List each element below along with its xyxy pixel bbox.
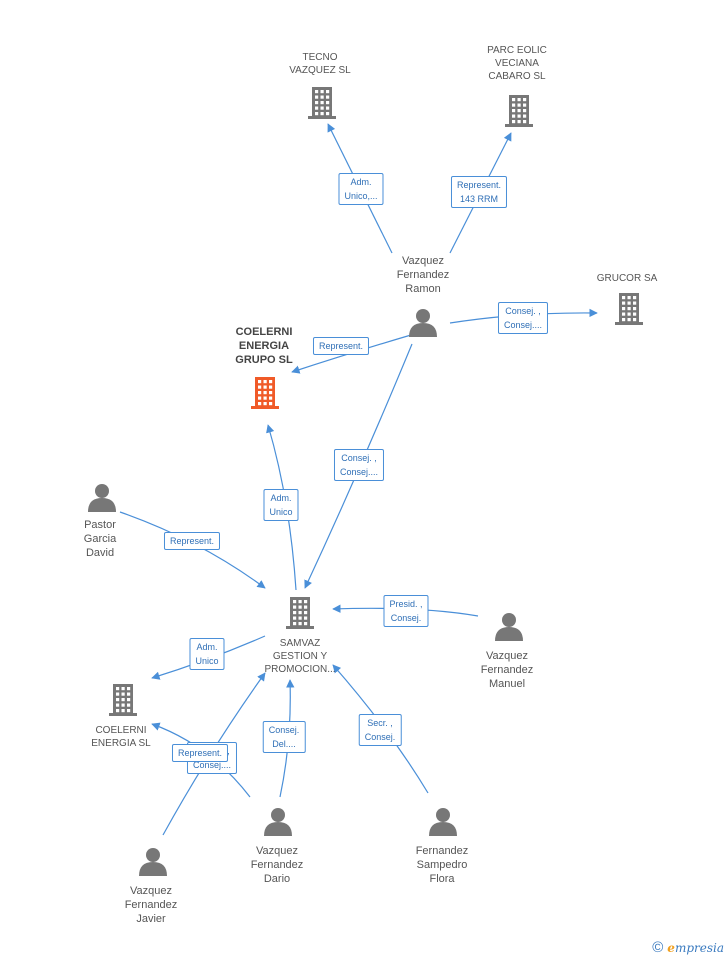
node-coelerni-label[interactable]: COELERNI ENERGIA SL [91, 725, 151, 749]
person-icon-manuel[interactable] [495, 613, 523, 641]
icons-layer [88, 87, 643, 876]
footer-brand: © empresia [652, 939, 724, 956]
edge-label-flora-samvaz[interactable]: Secr. , Consej. [358, 714, 402, 746]
node-manuel-label[interactable]: Vazquez Fernandez Manuel [480, 650, 534, 690]
node-flora-label[interactable]: Fernandez Sampedro Flora [415, 845, 469, 885]
node-ramon-label[interactable]: Vazquez Fernandez Ramon [396, 255, 450, 295]
building-icon-samvaz[interactable] [286, 597, 314, 629]
node-dario-label[interactable]: Vazquez Fernandez Dario [250, 845, 304, 885]
building-icon-tecno[interactable] [308, 87, 336, 119]
edge-label-tecno[interactable]: Adm. Unico,... [338, 173, 384, 205]
empresia-logo: empresia [667, 940, 724, 955]
node-pastor-label[interactable]: Pastor Garcia David [83, 519, 117, 559]
node-grucor-label[interactable]: GRUCOR SA [596, 273, 658, 284]
person-icon-pastor[interactable] [88, 484, 116, 512]
node-coelerni-grupo-label[interactable]: COELERNI ENERGIA GRUPO SL [235, 326, 293, 366]
node-samvaz-label[interactable]: SAMVAZ GESTION Y PROMOCION... [264, 638, 336, 675]
person-icon-javier[interactable] [139, 848, 167, 876]
building-icon-coelerni[interactable] [109, 684, 137, 716]
edge-pastor-samvaz[interactable] [119, 511, 266, 589]
building-icon-parc[interactable] [505, 95, 533, 127]
building-icon-coelerni-grupo[interactable] [251, 377, 279, 409]
edge-label-samvaz-coelerni-grupo[interactable]: Adm. Unico [263, 489, 299, 521]
edge-label-grucor[interactable]: Consej. , Consej.... [497, 302, 549, 334]
copyright-icon: © [652, 939, 664, 956]
node-javier-label[interactable]: Vazquez Fernandez Javier [124, 885, 178, 925]
person-icon-dario[interactable] [264, 808, 292, 836]
edge-label-samvaz-coelerni[interactable]: Adm. Unico [189, 638, 225, 670]
person-icon-ramon[interactable] [409, 309, 437, 337]
person-icon-flora[interactable] [429, 808, 457, 836]
edge-label-javier-coelerni[interactable]: Represent. [171, 744, 229, 762]
edge-label-dario-samvaz[interactable]: Consej. Del.... [262, 721, 306, 753]
edge-label-manuel-samvaz[interactable]: Presid. , Consej. [383, 595, 429, 627]
building-icon-grucor[interactable] [615, 293, 643, 325]
edge-label-ramon-samvaz[interactable]: Consej. , Consej.... [333, 449, 385, 481]
node-parc-label[interactable]: PARC EOLIC VECIANA CABARO SL [487, 45, 547, 82]
node-tecno-label[interactable]: TECNO VAZQUEZ SL [289, 52, 351, 76]
edge-label-parc[interactable]: Represent. 143 RRM [450, 176, 508, 208]
edge-label-ramon-coelerni-grupo[interactable]: Represent. [312, 337, 370, 355]
edge-label-pastor-samvaz[interactable]: Represent. [163, 532, 221, 550]
